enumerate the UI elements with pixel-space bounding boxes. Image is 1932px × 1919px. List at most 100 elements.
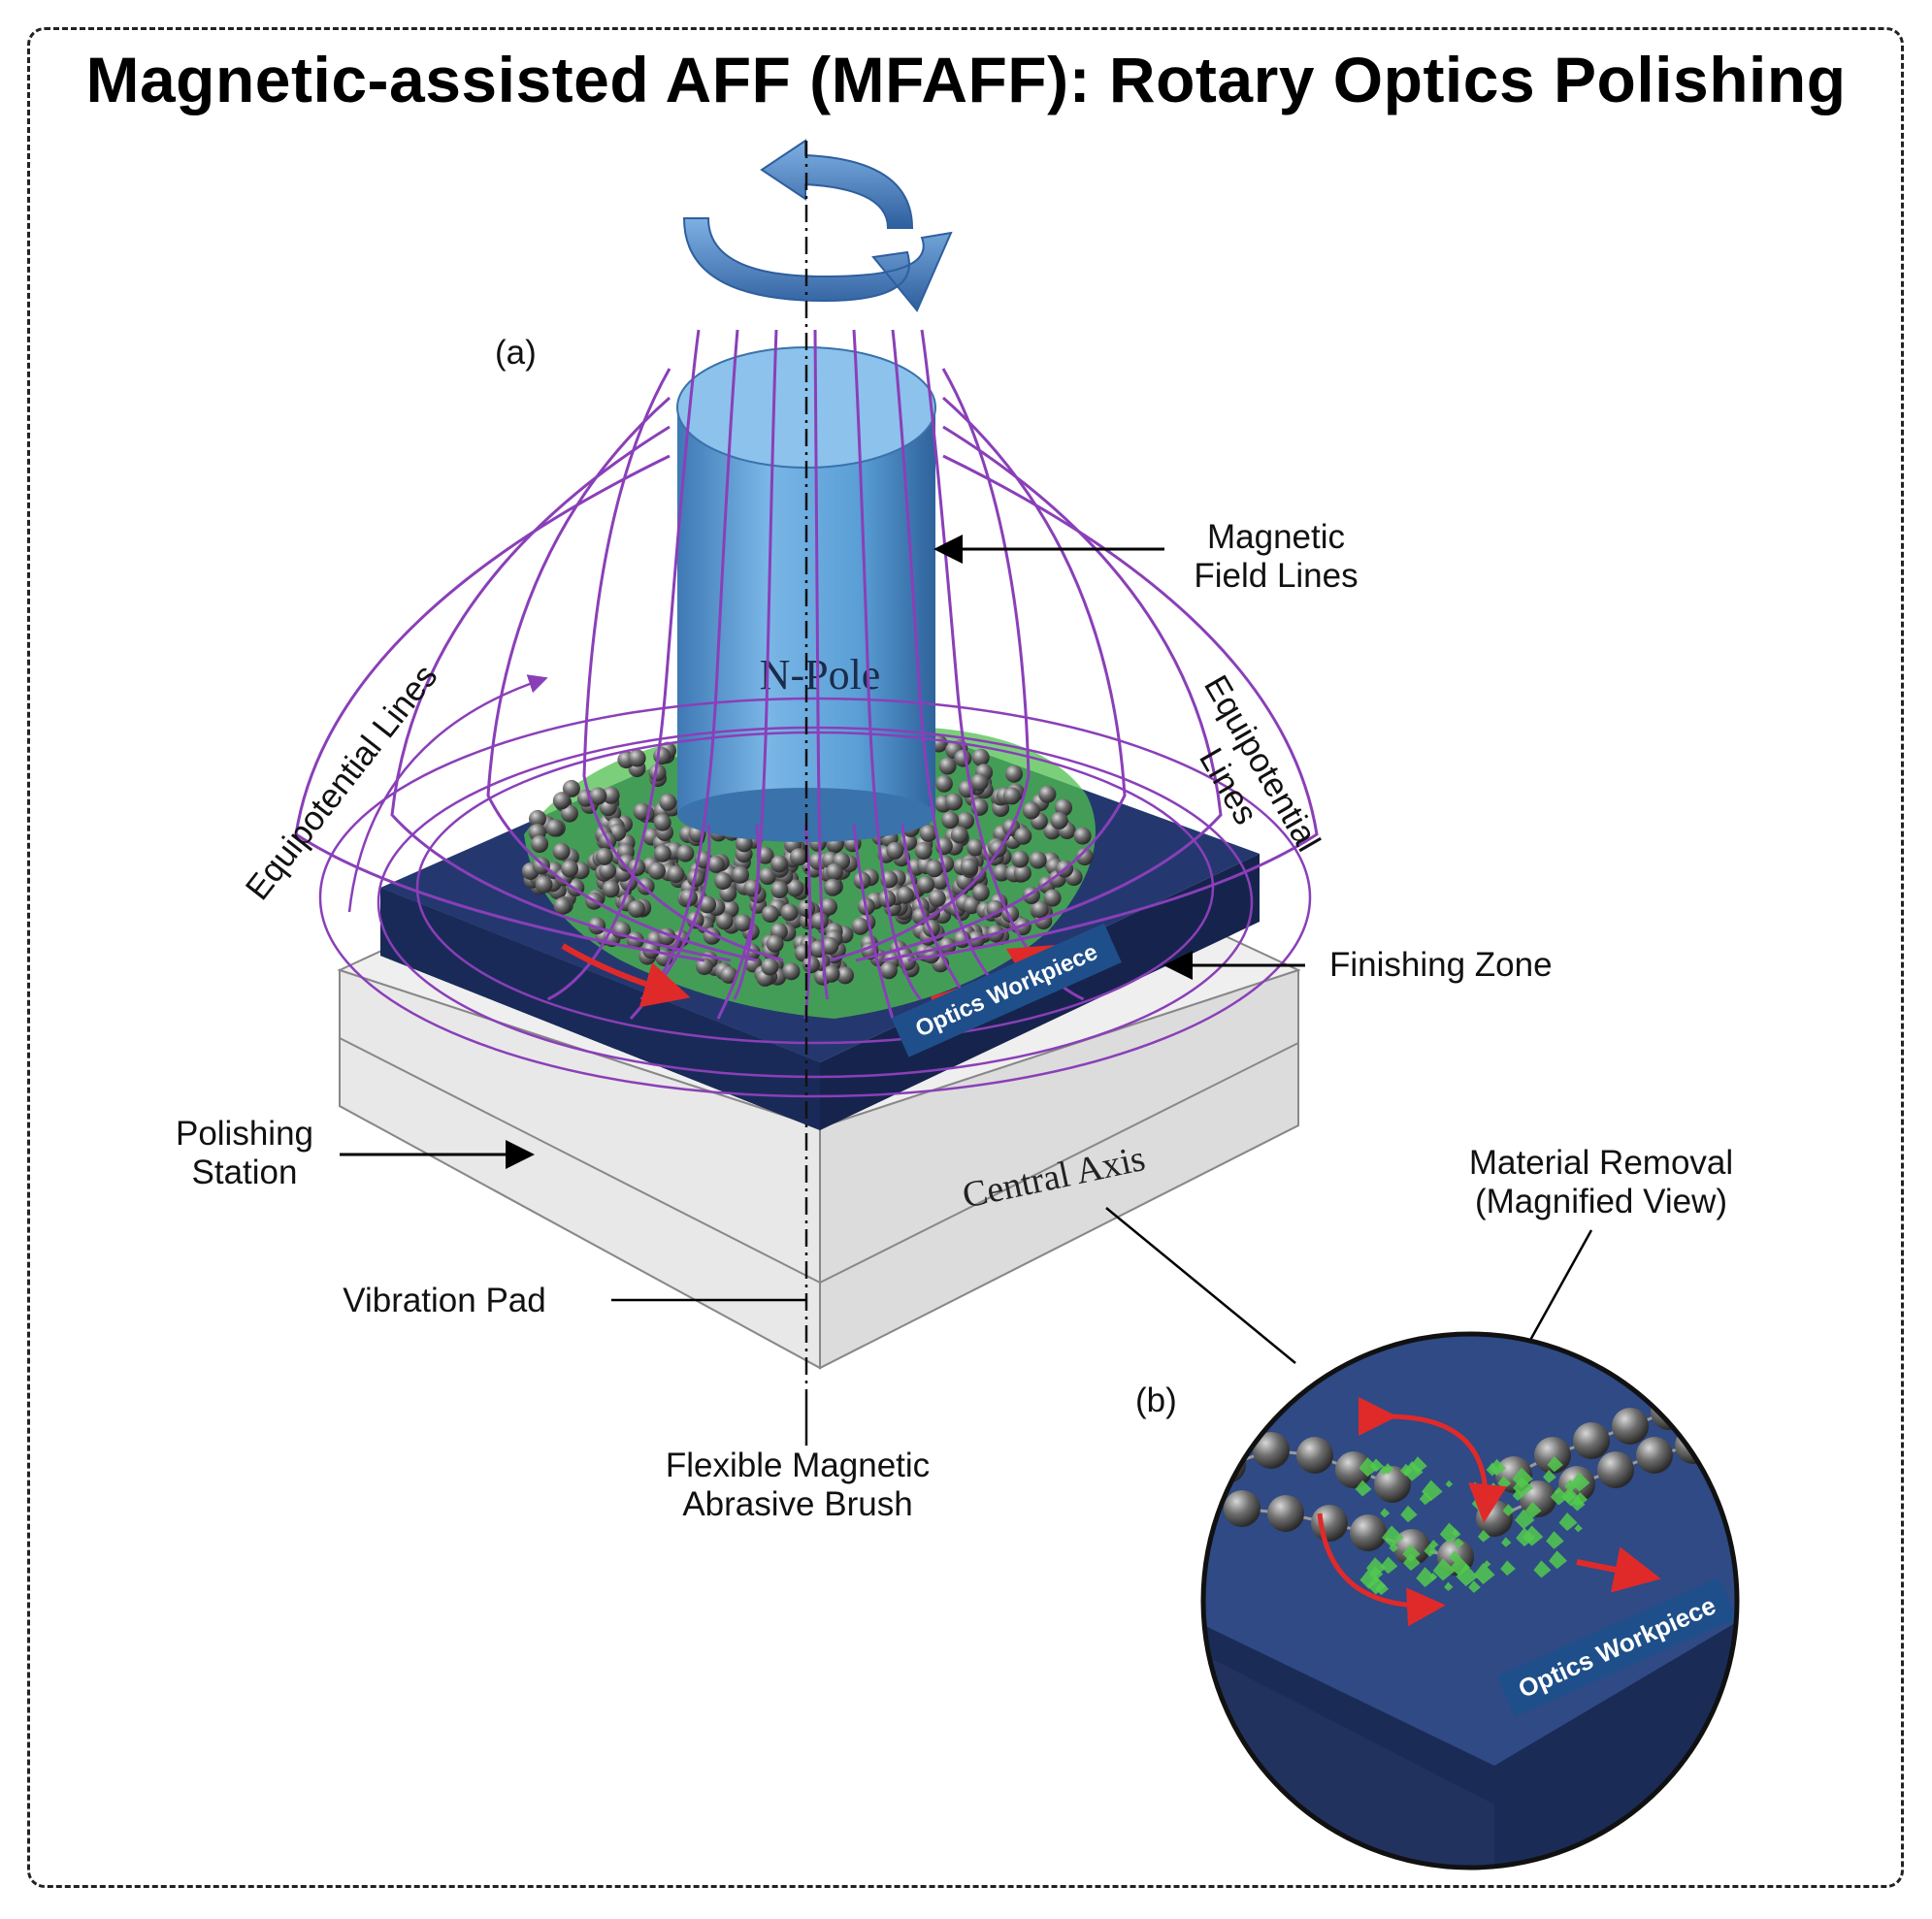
flexible-brush-label-2: Abrasive Brush xyxy=(682,1485,912,1523)
fragment xyxy=(1513,1477,1534,1498)
magnetic-field-lines-label-1: Magnetic xyxy=(1207,518,1345,556)
material-removal-label-2: (Magnified View) xyxy=(1475,1183,1727,1220)
particle xyxy=(628,749,646,767)
particle xyxy=(659,793,677,811)
fragment xyxy=(1429,1540,1439,1549)
particle xyxy=(1612,1408,1649,1445)
particle xyxy=(914,842,933,861)
particle xyxy=(1350,1514,1387,1551)
field-line xyxy=(733,329,778,1000)
field-line xyxy=(852,329,922,1000)
particle xyxy=(886,841,904,860)
particle xyxy=(761,958,779,976)
fragment xyxy=(1473,1563,1495,1584)
particle xyxy=(714,872,733,891)
particle xyxy=(552,792,571,810)
diagram-title: Magnetic-assisted AFF (MFAFF): Rotary Op… xyxy=(85,44,1847,115)
fragment xyxy=(1546,1531,1564,1549)
particle xyxy=(966,838,985,857)
fragment xyxy=(1524,1501,1542,1518)
particle xyxy=(529,809,546,828)
particle xyxy=(531,835,549,853)
fragment xyxy=(1547,1455,1563,1473)
particle xyxy=(950,826,968,844)
rotation-arrow-icon xyxy=(682,139,953,312)
particle xyxy=(552,842,571,861)
particle xyxy=(879,961,898,980)
field-line xyxy=(907,454,1319,962)
fragment xyxy=(1561,1488,1576,1504)
panel-a-label: (a) xyxy=(495,334,537,372)
particle xyxy=(1253,1432,1290,1469)
particle xyxy=(648,764,667,782)
particle xyxy=(822,964,840,983)
particle xyxy=(928,889,946,907)
fragment xyxy=(1501,1537,1512,1547)
particle xyxy=(836,966,854,985)
particle xyxy=(1075,848,1094,866)
equipotential-rings xyxy=(318,674,1312,1098)
particle xyxy=(941,811,960,829)
field-line xyxy=(390,425,732,962)
fragment xyxy=(1432,1558,1456,1581)
fragment xyxy=(1574,1491,1588,1507)
particle xyxy=(1038,785,1057,803)
fragment xyxy=(1416,1567,1437,1588)
particle xyxy=(821,937,839,955)
field-line xyxy=(486,396,758,962)
field-line xyxy=(582,368,784,962)
particle xyxy=(786,879,804,897)
particle xyxy=(957,812,974,829)
fragment xyxy=(1543,1469,1556,1483)
particle xyxy=(595,847,613,865)
particle xyxy=(896,886,914,904)
polishing-station-label-2: Station xyxy=(192,1154,298,1191)
fragment xyxy=(1512,1489,1524,1501)
particle xyxy=(826,862,843,881)
fragment xyxy=(1570,1472,1590,1492)
particle xyxy=(970,773,989,792)
fragment xyxy=(1533,1560,1552,1578)
particle xyxy=(633,802,651,821)
particle xyxy=(1013,863,1031,882)
magnified-view: Optics Workpiece xyxy=(1200,1331,1740,1870)
fragment xyxy=(1402,1544,1421,1562)
fragment xyxy=(1424,1544,1437,1557)
particle xyxy=(820,897,837,916)
particle xyxy=(699,895,717,914)
particle xyxy=(954,749,972,767)
particle xyxy=(766,934,784,953)
n-pole-label: N-Pole xyxy=(760,651,881,699)
particle xyxy=(626,931,644,950)
particle xyxy=(1073,827,1092,845)
fragment xyxy=(1468,1580,1481,1593)
fragment xyxy=(1558,1512,1578,1532)
particle xyxy=(589,787,607,805)
particle xyxy=(780,903,799,922)
equipotential-lines-label-left: Equipotential Lines xyxy=(239,658,445,907)
particle xyxy=(934,774,953,793)
particle xyxy=(789,848,807,866)
particle xyxy=(1031,900,1049,919)
particle xyxy=(602,786,620,804)
particle xyxy=(1636,1437,1673,1474)
field-line xyxy=(855,396,1127,962)
fragment xyxy=(1549,1550,1568,1570)
particle xyxy=(1597,1451,1634,1488)
fragment xyxy=(1380,1556,1398,1575)
particle xyxy=(637,877,655,895)
particle xyxy=(986,900,1004,918)
particle xyxy=(706,855,725,873)
fragment xyxy=(1359,1569,1380,1589)
particle xyxy=(960,858,978,876)
particle xyxy=(945,793,964,811)
particle xyxy=(695,958,713,975)
fragment xyxy=(1450,1556,1471,1577)
field-line xyxy=(852,824,895,1020)
particle xyxy=(653,844,671,862)
fragment xyxy=(1444,1581,1454,1592)
flexible-brush-label-1: Flexible Magnetic xyxy=(666,1447,930,1484)
particle xyxy=(628,899,645,918)
fragment xyxy=(1382,1525,1404,1547)
